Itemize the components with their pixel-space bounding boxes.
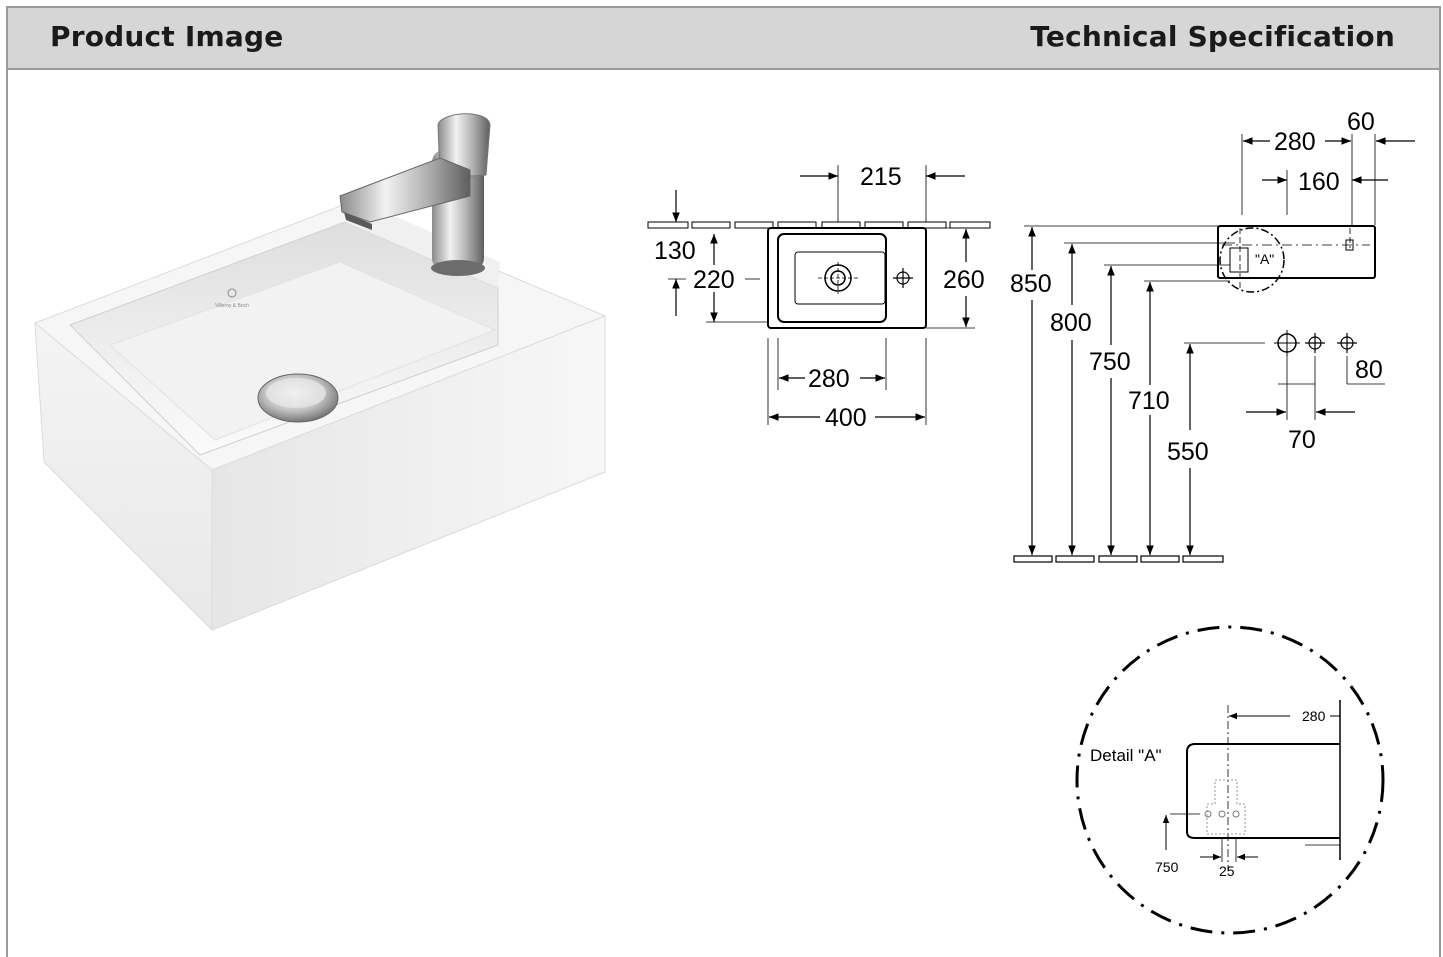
dim-280-side-label: 280 bbox=[1274, 128, 1316, 156]
detail-dim-280-label: 280 bbox=[1302, 708, 1326, 724]
section-header: Product Image Technical Specification bbox=[8, 8, 1439, 70]
technical-specification-heading: Technical Specification bbox=[1030, 20, 1395, 53]
dim-800-label: 800 bbox=[1050, 309, 1092, 337]
dim-750-label: 750 bbox=[1089, 348, 1131, 376]
dim-280-label: 280 bbox=[808, 365, 850, 393]
detail-a-marker: "A" bbox=[1255, 251, 1274, 267]
dim-710-label: 710 bbox=[1128, 387, 1170, 415]
detail-a-drawing bbox=[1075, 625, 1385, 935]
product-basin-image: Villeroy & Boch bbox=[34, 113, 607, 632]
side-view-drawing bbox=[1013, 134, 1415, 563]
top-view-drawing bbox=[647, 165, 991, 425]
brand-logo: Villeroy & Boch bbox=[215, 288, 249, 309]
dim-60-label: 60 bbox=[1347, 108, 1375, 136]
product-image-heading: Product Image bbox=[50, 20, 284, 53]
dim-70-label: 70 bbox=[1288, 426, 1316, 454]
top-view-labels: 215 130 220 260 280 400 bbox=[654, 163, 985, 432]
dim-260-label: 260 bbox=[943, 266, 985, 294]
dim-850-label: 850 bbox=[1010, 270, 1052, 298]
dim-220-label: 220 bbox=[693, 266, 735, 294]
dim-80-label: 80 bbox=[1355, 356, 1383, 384]
detail-a-title: Detail "A" bbox=[1090, 746, 1162, 765]
dim-130-label: 130 bbox=[654, 237, 696, 265]
detail-a-labels: Detail "A" 280 750 25 bbox=[1090, 708, 1326, 879]
side-view-labels: 280 60 160 "A" 850 800 750 710 550 80 70 bbox=[1010, 108, 1383, 466]
svg-text:Villeroy & Boch: Villeroy & Boch bbox=[215, 303, 249, 309]
detail-dim-750-label: 750 bbox=[1155, 859, 1179, 875]
dim-550-label: 550 bbox=[1167, 438, 1209, 466]
detail-dim-25-label: 25 bbox=[1219, 863, 1235, 879]
dim-400-label: 400 bbox=[825, 404, 867, 432]
dim-160-label: 160 bbox=[1298, 168, 1340, 196]
dim-215-label: 215 bbox=[860, 163, 902, 191]
